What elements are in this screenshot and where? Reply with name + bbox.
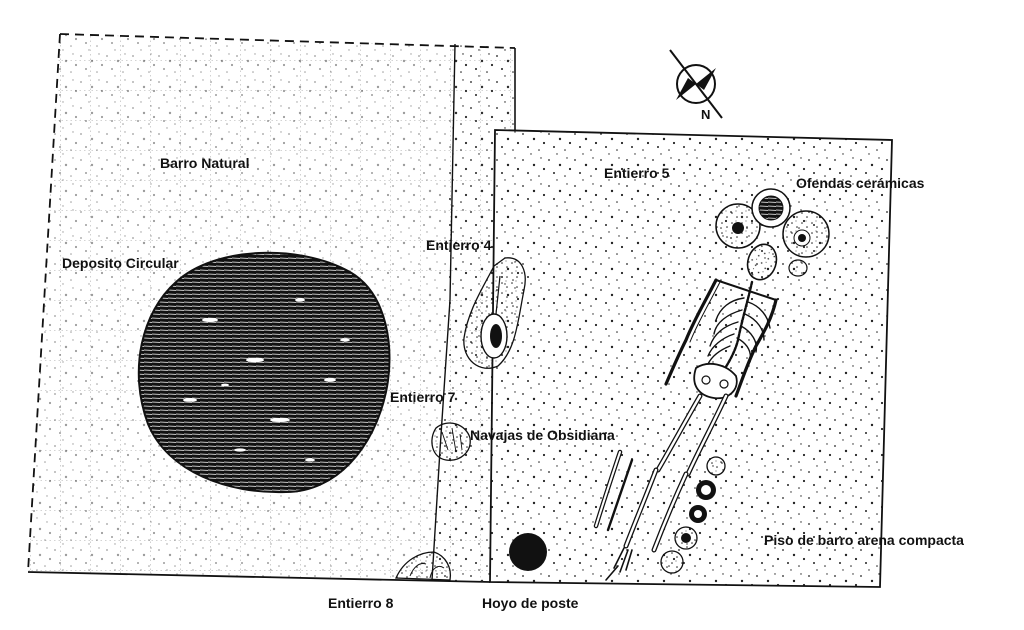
burial-4 [463, 257, 526, 369]
label-entierro-5: Entierro 5 [604, 165, 670, 181]
burial-5-skeleton [593, 243, 778, 581]
label-entierro-4: Entierro 4 [426, 237, 492, 253]
post-hole [509, 533, 547, 571]
north-arrow-icon [669, 49, 723, 119]
label-barro-natural: Barro Natural [160, 155, 250, 171]
label-compact-floor: Piso de barro arena compacta [764, 532, 964, 548]
label-ceramic-offerings: Ofendas cerámicas [796, 175, 925, 191]
label-obsidian-blades: Navajas de Obsidiana [470, 427, 615, 443]
label-north: N [701, 107, 711, 122]
label-entierro-7: Entierro 7 [390, 389, 456, 405]
bead-chain [660, 456, 726, 574]
circular-deposit [137, 251, 391, 494]
label-deposito-circular: Deposito Circular [62, 255, 179, 271]
label-post-hole: Hoyo de poste [482, 595, 579, 611]
ceramic-offerings [715, 188, 830, 277]
label-entierro-8: Entierro 8 [328, 595, 394, 611]
burial-8 [395, 551, 452, 581]
obsidian-blades [431, 422, 471, 461]
